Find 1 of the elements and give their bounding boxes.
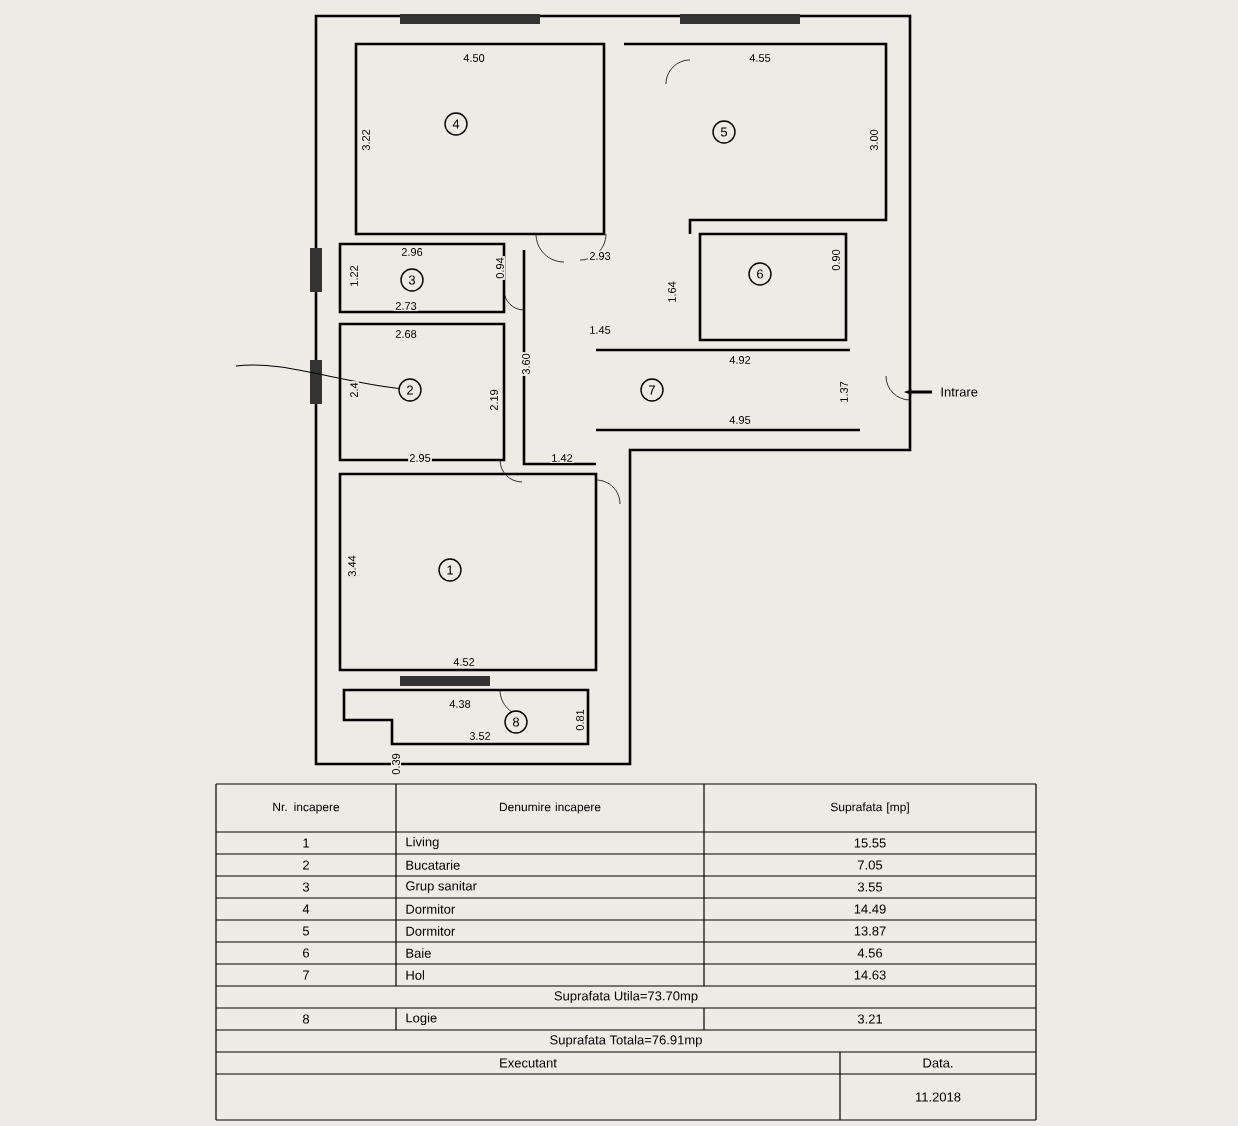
leader-line <box>235 364 399 390</box>
